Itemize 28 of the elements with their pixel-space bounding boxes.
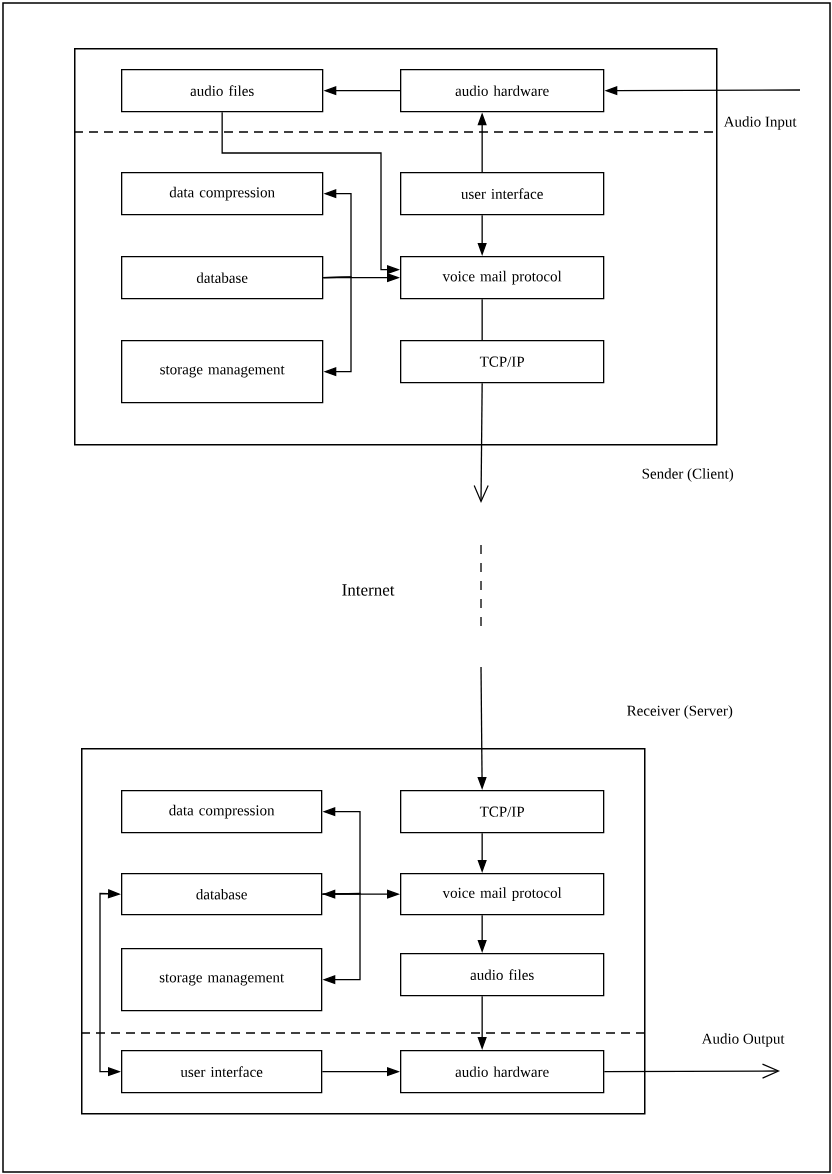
label-text: Sender (Client) — [642, 468, 734, 482]
process-box: user interface — [400, 172, 605, 216]
panel-box — [74, 48, 718, 446]
process-box: voice mail protocol — [400, 256, 605, 300]
connector-line — [481, 298, 483, 341]
process-box: audio files — [400, 953, 605, 997]
arrow — [321, 892, 361, 985]
label-text: Audio Input — [723, 116, 797, 130]
process-box: voice mail protocol — [400, 873, 605, 916]
process-box: database — [121, 256, 324, 300]
panel-box — [81, 748, 646, 1115]
process-box: data compression — [121, 790, 323, 834]
arrow — [322, 276, 352, 377]
process-box: data compression — [121, 172, 324, 216]
process-box: TCP/IP — [400, 790, 605, 834]
process-box: audio hardware — [400, 69, 605, 113]
process-box: storage management — [121, 948, 323, 1012]
label-text: Internet — [342, 584, 395, 596]
process-box: TCP/IP — [400, 340, 605, 384]
process-box: storage management — [121, 340, 324, 404]
process-box: audio files — [121, 69, 324, 113]
label-text: Audio Output — [701, 1033, 785, 1047]
process-box: user interface — [121, 1050, 323, 1094]
process-box: database — [121, 873, 323, 916]
label-text: Receiver (Server) — [627, 705, 733, 719]
arrow — [603, 1063, 780, 1079]
process-box: audio hardware — [400, 1050, 605, 1094]
arrow — [473, 382, 489, 503]
